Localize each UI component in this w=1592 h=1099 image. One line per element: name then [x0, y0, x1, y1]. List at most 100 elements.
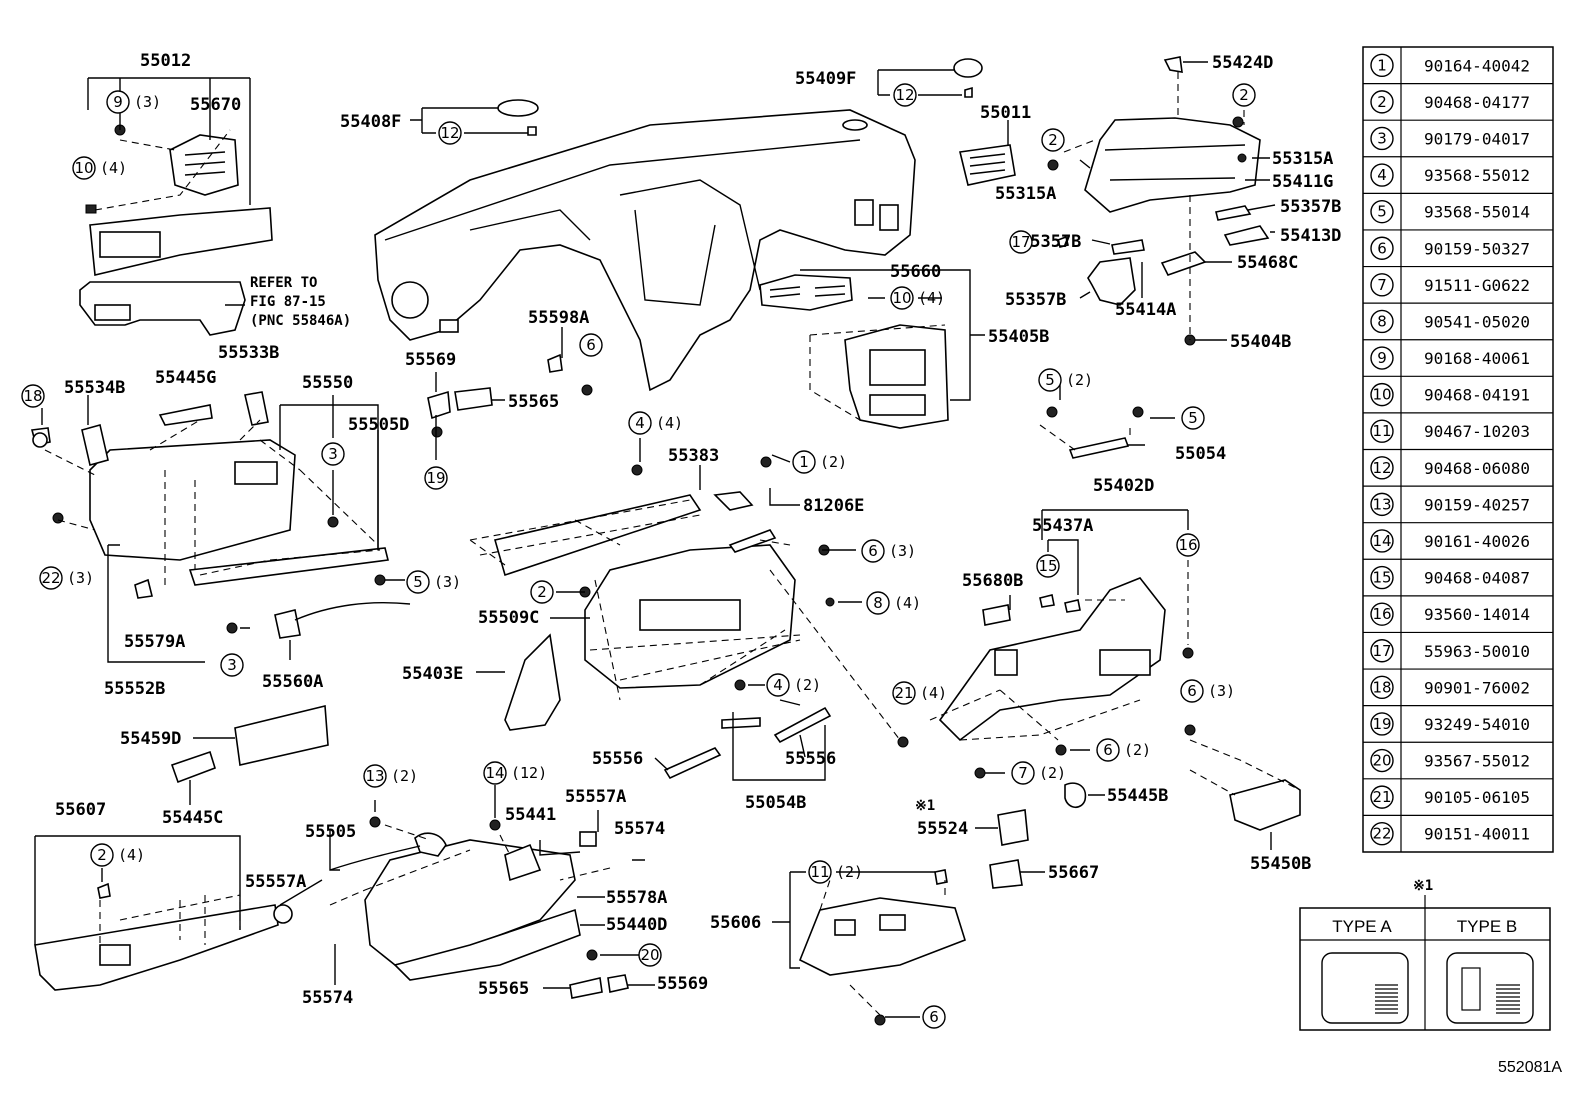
label-55680B: 55680B	[962, 571, 1023, 591]
svg-text:13: 13	[365, 767, 384, 785]
table-row: 13 90159-40257	[1370, 492, 1530, 517]
part-number: 90467-10203	[1424, 422, 1530, 441]
label-55459D: 55459D	[120, 729, 181, 749]
label-81206E: 81206E	[803, 496, 864, 516]
callout-6: 6(3)	[861, 539, 916, 563]
callout-22: 22(3)	[39, 566, 94, 590]
ref-circle	[1370, 748, 1394, 773]
svg-text:(2): (2)	[820, 453, 847, 471]
part-number: 90105-06105	[1424, 788, 1530, 807]
label-55667: 55667	[1048, 863, 1099, 883]
label-55550: 55550	[302, 373, 353, 393]
label-55560A: 55560A	[262, 672, 323, 692]
ref-number: 15	[1372, 569, 1391, 587]
callout-6: 6(3)	[1180, 679, 1235, 703]
callout-16: 16	[1176, 533, 1200, 557]
label-55524: 55524	[917, 819, 968, 839]
callout-10: 10 (4)	[890, 286, 945, 310]
svg-text:7: 7	[1018, 764, 1028, 782]
callout-3: 3	[321, 442, 345, 466]
part-drawings	[30, 56, 1301, 1026]
svg-text:6: 6	[868, 542, 878, 560]
part-number: 90168-40061	[1424, 349, 1530, 368]
svg-text:(4): (4)	[656, 414, 683, 432]
label-55670: 55670	[190, 95, 241, 115]
part-number: 90901-76002	[1424, 678, 1530, 697]
label-55054B: 55054B	[745, 793, 806, 813]
ref-circle	[1370, 236, 1394, 260]
label-55509C: 55509C	[478, 608, 539, 628]
ref-number: 18	[1372, 678, 1391, 696]
svg-text:14: 14	[485, 764, 504, 782]
callout-3: 3	[220, 653, 244, 677]
part-number: 55963-50010	[1424, 642, 1530, 661]
ref-number: 20	[1372, 752, 1391, 770]
part-number: 93568-55012	[1424, 166, 1530, 185]
label-55315A-left: 55315A	[995, 184, 1056, 204]
label-55054: 55054	[1175, 444, 1226, 464]
label-55578A: 55578A	[606, 888, 667, 908]
part-number: 90159-50327	[1424, 239, 1530, 258]
callout-14: 14(12)	[483, 761, 547, 785]
label-55557A-right: 55557A	[565, 787, 626, 807]
callout-2: 2	[1232, 83, 1256, 107]
label-55437A: 55437A	[1032, 516, 1093, 536]
ref-circle	[1370, 163, 1394, 187]
ref-number: 9	[1377, 349, 1387, 367]
table-row: 18 90901-76002	[1370, 675, 1530, 700]
center-bracket-drawing	[493, 494, 702, 577]
ref-number: 14	[1372, 532, 1391, 550]
label-55403E: 55403E	[402, 664, 463, 684]
callout-9: 9(3)	[106, 90, 161, 114]
ref-circle	[1370, 529, 1394, 553]
callouts: 9(3) 10(4) 12 12 2 2 17 10(4) 6 18 3 19 …	[21, 83, 1256, 1029]
part-labels: 55012 55670 55409F 55408F 55011 55424D 5…	[55, 51, 1341, 1008]
callout-4: 4(2)	[766, 673, 821, 697]
ref-number: 13	[1372, 495, 1391, 513]
label-55441: 55441	[505, 805, 556, 825]
label-55012: 55012	[140, 51, 191, 71]
svg-text:(3): (3)	[434, 573, 461, 591]
label-55505D: 55505D	[348, 415, 409, 435]
svg-text:15: 15	[1038, 557, 1057, 575]
label-55598A: 55598A	[528, 308, 589, 328]
svg-text:6: 6	[1103, 741, 1113, 759]
callout-6: 6(2)	[1096, 738, 1151, 762]
svg-text:17: 17	[1011, 233, 1030, 251]
svg-text:12: 12	[440, 124, 459, 142]
ref-circle	[1370, 675, 1394, 700]
svg-text:(2): (2)	[836, 863, 863, 881]
part-number: 90159-40257	[1424, 495, 1530, 514]
ref-circle	[1370, 712, 1394, 736]
callout-4: 4(4)	[628, 411, 683, 435]
ref-number: 8	[1377, 312, 1387, 330]
svg-text:11: 11	[810, 863, 829, 881]
label-55574-bottom: 55574	[302, 988, 353, 1008]
label-55445B: 55445B	[1107, 786, 1168, 806]
diagram-id: 552081A	[1498, 1059, 1562, 1076]
label-55606: 55606	[710, 913, 761, 933]
label-55405B: 55405B	[988, 327, 1049, 347]
svg-text:22: 22	[41, 569, 60, 587]
svg-text:(2): (2)	[1039, 764, 1066, 782]
ref-circle	[1370, 382, 1394, 407]
svg-text:(4): (4)	[894, 594, 921, 612]
ref-circle	[1370, 419, 1394, 443]
svg-text:(4): (4)	[918, 289, 945, 307]
ref-circle	[1370, 456, 1394, 480]
label-55424D: 55424D	[1212, 53, 1273, 73]
callout-5: 5(2)	[1038, 368, 1093, 392]
label-55404B: 55404B	[1230, 332, 1291, 352]
label-55413D: 55413D	[1280, 226, 1341, 246]
ref-circle	[1370, 90, 1394, 114]
svg-text:2: 2	[537, 583, 547, 601]
svg-text:10: 10	[892, 289, 911, 307]
ref-circle	[1370, 785, 1394, 809]
callout-5: 5(3)	[406, 570, 461, 594]
